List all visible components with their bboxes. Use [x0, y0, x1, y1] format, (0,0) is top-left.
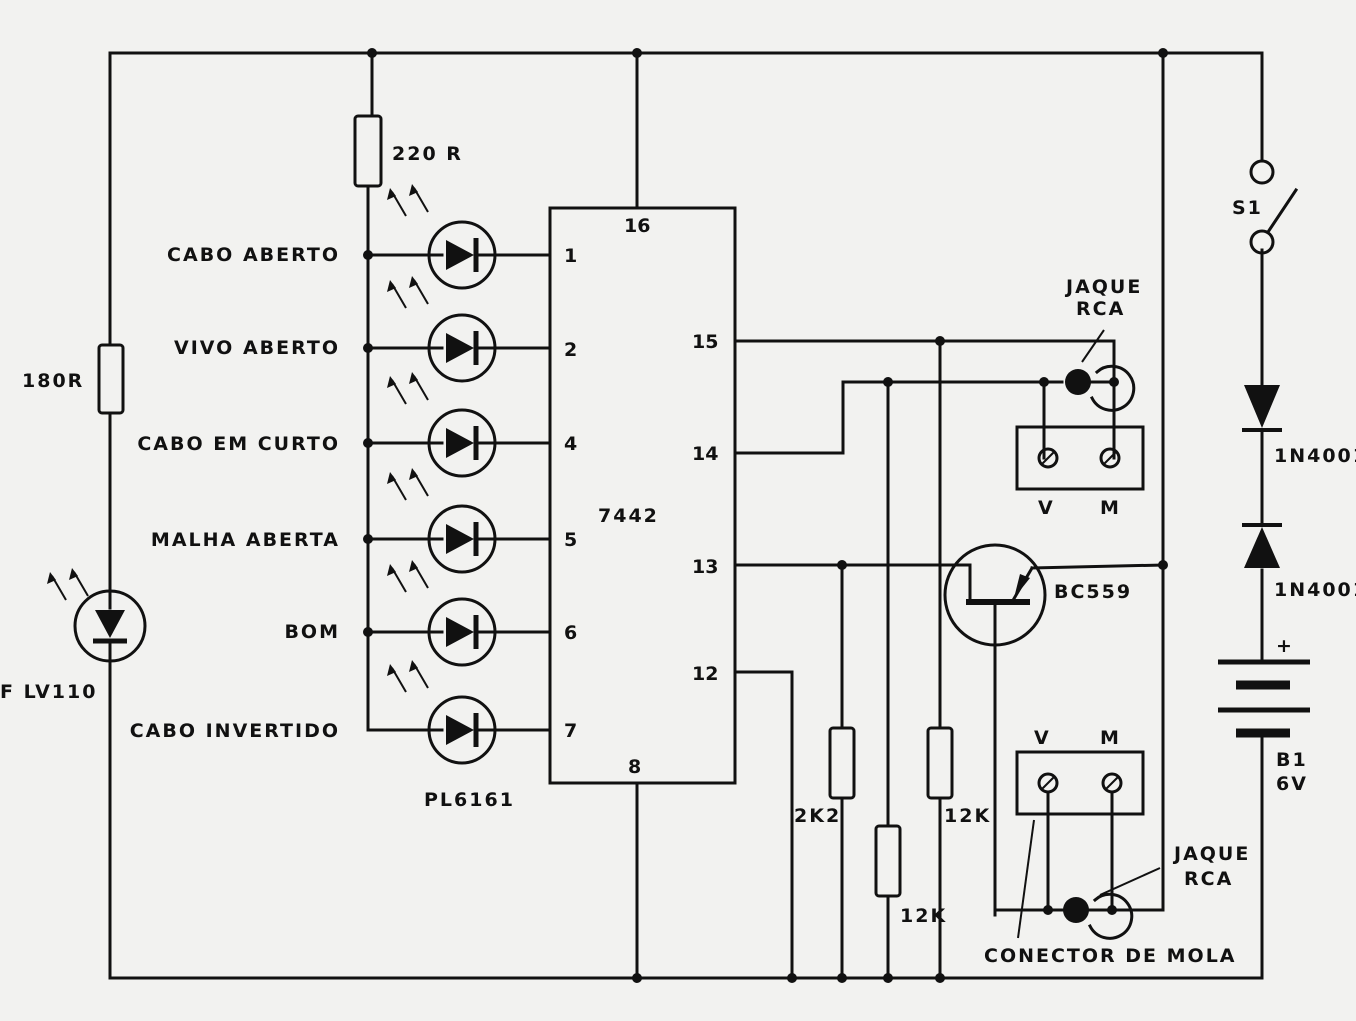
ic-7442: 16 8 7442 1 2 4 5 6 7 15 14 13 12 [548, 51, 737, 980]
led-flv110-label: F LV110 [0, 681, 97, 703]
output-network: 12K 12K 2K2 [733, 336, 1116, 980]
power-rails [108, 48, 1264, 983]
ic-pin-7: 7 [564, 720, 577, 742]
resistor-12k-right-label: 12K [944, 805, 991, 827]
ic-pin-8: 8 [628, 756, 641, 778]
status-label-vivo-aberto: VIVO ABERTO [174, 337, 340, 359]
battery-b1: + B1 6V [1218, 635, 1310, 795]
spring-connector-label: CONECTOR DE MOLA [984, 945, 1237, 967]
ic-pin-6: 6 [564, 622, 577, 644]
resistor-12k-right [926, 726, 954, 800]
switch-label: S1 [1232, 197, 1263, 219]
ic-pin-12: 12 [692, 663, 718, 685]
switch-s1: S1 [1232, 159, 1299, 255]
resistor-12k-lower-label: 12K [900, 905, 947, 927]
jack-rca-top: JAQUE RCA [1064, 276, 1142, 412]
ic-name: 7442 [598, 505, 659, 527]
status-label-cabo-invertido: CABO INVERTIDO [130, 720, 340, 742]
resistor-2k2 [828, 726, 856, 800]
resistor-220r [353, 114, 383, 188]
terminal-bottom-v: V [1034, 727, 1051, 749]
led-array: 220 R CABO ABERTO VIVO ABERTO CABO EM CU… [130, 51, 552, 811]
status-label-cabo-aberto: CABO ABERTO [167, 244, 340, 266]
indicator-branch: 180R F LV110 [0, 343, 147, 703]
ic-pin-5: 5 [564, 529, 577, 551]
ic-pin-14: 14 [692, 443, 718, 465]
ic-pin-2: 2 [564, 339, 577, 361]
jack-rca-bottom: JAQUE RCA CONECTOR DE MOLA [984, 819, 1250, 967]
jack-bottom-label-2: RCA [1184, 868, 1233, 890]
transistor-label: BC559 [1054, 581, 1132, 603]
jack-top-label-1: JAQUE [1064, 276, 1142, 298]
ic-pin-15: 15 [692, 331, 718, 353]
led-array-part-label: PL6161 [424, 789, 515, 811]
terminal-top-m: M [1100, 497, 1121, 519]
ic-pin-16: 16 [624, 215, 650, 237]
status-label-bom: BOM [284, 621, 340, 643]
resistor-180r [97, 343, 125, 415]
battery-voltage: 6V [1276, 773, 1308, 795]
battery-name: B1 [1276, 749, 1308, 771]
led-flv110 [73, 586, 147, 666]
terminal-bottom-m: M [1100, 727, 1121, 749]
resistor-12k-lower [874, 824, 902, 898]
transistor-bc559: BC559 [943, 543, 1168, 917]
jack-bottom-label-1: JAQUE [1172, 843, 1250, 865]
terminal-block-bottom: V M [1015, 727, 1145, 912]
ic-pin-1: 1 [564, 245, 577, 267]
terminal-block-top: V M [1015, 380, 1145, 519]
resistor-220r-label: 220 R [392, 143, 463, 165]
resistor-2k2-label: 2K2 [794, 805, 841, 827]
status-label-malha-aberta: MALHA ABERTA [151, 529, 340, 551]
jack-top-label-2: RCA [1076, 298, 1125, 320]
status-label-cabo-em-curto: CABO EM CURTO [137, 433, 340, 455]
ic-pin-13: 13 [692, 556, 718, 578]
resistor-180r-label: 180R [22, 370, 84, 392]
ic-pin-4: 4 [564, 433, 577, 455]
terminal-top-v: V [1038, 497, 1055, 519]
battery-plus: + [1276, 635, 1294, 657]
